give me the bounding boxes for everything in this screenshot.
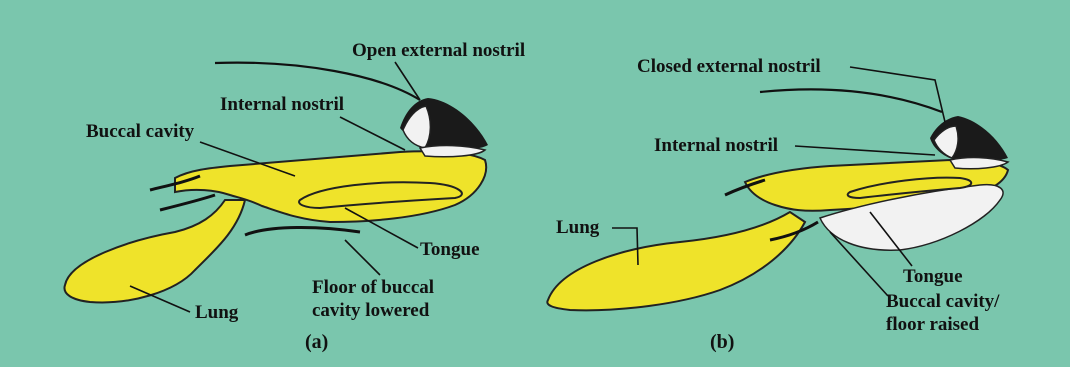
head-outline-line-b <box>760 89 942 112</box>
caption-b: (b) <box>710 331 734 353</box>
pointer-closed-external-nostril <box>850 67 945 122</box>
lung-a <box>64 200 245 302</box>
caption-a: (a) <box>305 331 328 353</box>
panel-a: Open external nostril Internal nostril B… <box>64 40 525 353</box>
label-buccal-line2: floor raised <box>886 314 979 335</box>
panel-b: Closed external nostril Internal nostril… <box>547 56 1008 353</box>
label-buccal-line1: Buccal cavity/ <box>886 291 1000 312</box>
label-tongue-b: Tongue <box>903 266 963 287</box>
label-internal-nostril-b: Internal nostril <box>654 135 778 156</box>
label-lung-b: Lung <box>556 217 600 238</box>
label-buccal-cavity-a: Buccal cavity <box>86 121 195 142</box>
pointer-internal-nostril-a <box>340 117 405 150</box>
label-floor-line2: cavity lowered <box>312 300 430 321</box>
label-floor-line1: Floor of buccal <box>312 277 434 298</box>
throat-stroke-a2 <box>160 195 215 210</box>
label-tongue-a: Tongue <box>420 239 480 260</box>
label-open-external-nostril: Open external nostril <box>352 40 525 61</box>
label-lung-a: Lung <box>195 302 239 323</box>
nostril-lower-a <box>420 146 485 157</box>
pointer-internal-nostril-b <box>795 146 935 155</box>
nostril-white-a <box>403 106 430 148</box>
label-closed-external-nostril: Closed external nostril <box>637 56 821 77</box>
pointer-floor-a <box>345 240 380 275</box>
floor-stroke-a <box>245 227 360 235</box>
label-internal-nostril-a: Internal nostril <box>220 94 344 115</box>
